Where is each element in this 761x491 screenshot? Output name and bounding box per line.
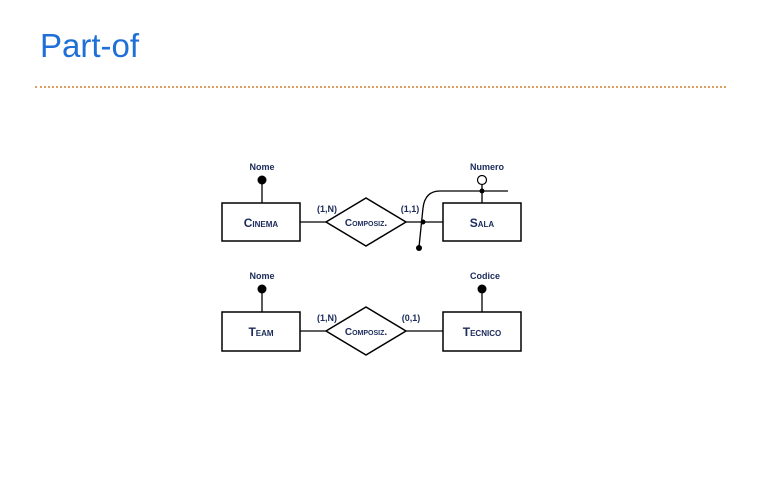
- entity-sala-label: Sala: [470, 216, 495, 230]
- attribute-label-tecnico-codice: Codice: [470, 271, 500, 281]
- attribute-label-team-nome: Nome: [249, 271, 274, 281]
- attribute-label-cinema-nome: Nome: [249, 162, 274, 172]
- cardinality-team: (1,N): [317, 313, 337, 323]
- cardinality-sala: (1,1): [401, 204, 420, 214]
- entity-tecnico: [442, 311, 522, 352]
- external-identifier-end-dot: [416, 245, 422, 251]
- entity-team-label: Team: [248, 325, 273, 339]
- attribute-dot-empty: [476, 174, 488, 186]
- entity-tecnico-label: Tecnico: [463, 325, 501, 339]
- er-diagram-part-of-team-tecnico: Nome Team (1,N) Composiz. (0,1) Codice T…: [221, 271, 522, 356]
- entity-team: [221, 311, 301, 352]
- identifier-junction-dot: [420, 219, 426, 225]
- entity-cinema-label: Cinema: [244, 216, 279, 230]
- relationship-composiz-1-label: Composiz.: [345, 218, 388, 229]
- external-identifier-curve: [418, 190, 508, 248]
- title-divider: [35, 86, 726, 88]
- entity-sala: [442, 202, 522, 242]
- attribute-label-sala-numero: Numero: [470, 162, 505, 172]
- cardinality-tecnico: (0,1): [402, 313, 421, 323]
- relationship-composiz-2-label: Composiz.: [345, 327, 388, 338]
- entity-cinema: [221, 202, 301, 242]
- slide-title: Part-of: [40, 27, 140, 64]
- er-diagram-part-of-cinema-sala: Nome Cinema (1,N) Composiz. (1,1) Numero…: [221, 162, 522, 251]
- cardinality-cinema: (1,N): [317, 204, 337, 214]
